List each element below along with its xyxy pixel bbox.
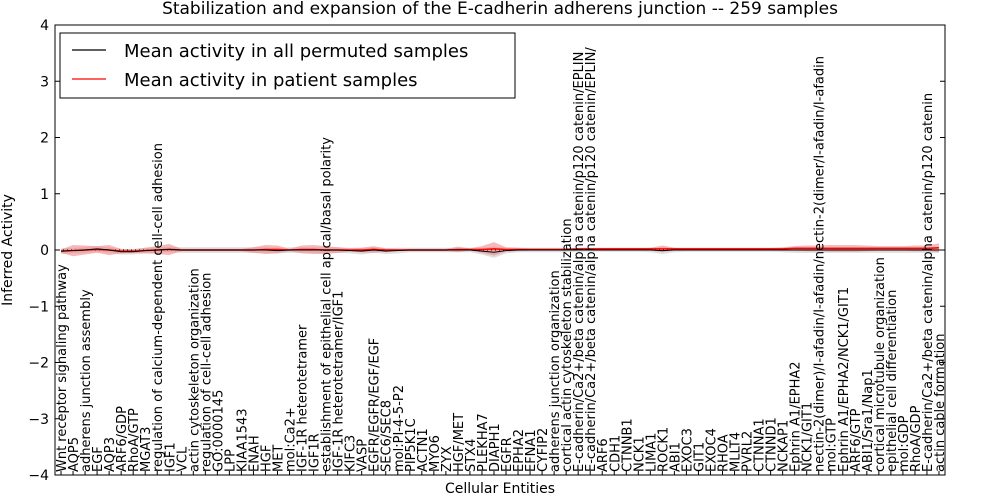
x-tick-label: cortical actin cytoskeleton stabilizatio… — [560, 218, 575, 472]
x-tick-label: CTNNA1 — [753, 418, 768, 472]
x-tick-label: Ephrin A1/EPHA2/NCK1/GIT1 — [837, 287, 852, 472]
y-tick-label: 4 — [40, 18, 49, 34]
x-tick-label: regulation of cell-cell adhesion — [199, 273, 214, 472]
x-tick-label: STX4 — [464, 439, 479, 472]
x-tick-label: Ephrin A1/EPHA2 — [789, 361, 804, 472]
x-tick-label: PLEKHA7 — [476, 413, 491, 472]
x-tick-label: mol:GDP — [897, 415, 912, 472]
x-tick-label: ZYX — [440, 446, 455, 472]
x-tick-label: E-cadherin/Ca2+/beta catenin/alpha caten… — [921, 93, 936, 472]
x-tick-label: MYO6 — [428, 435, 443, 472]
x-tick-label: ABI1/Sra1/Nap1 — [861, 369, 876, 472]
x-tick-label: E-cadherin/Ca2+/beta catenin/alpha caten… — [584, 47, 599, 472]
x-tick-label: IGF-1R heterotetramer/IGF1 — [332, 291, 347, 472]
x-tick-label: EGF — [91, 446, 106, 472]
x-tick-label: CYFIP2 — [536, 428, 551, 472]
x-tick-label: ENAH — [247, 435, 262, 472]
x-tick-label: PIP5K1C — [404, 418, 419, 472]
x-tick-label: actin cytoskeleton organization — [187, 268, 202, 472]
legend: Mean activity in all permuted samples Me… — [59, 32, 516, 99]
x-tick-label: NCK1 — [632, 436, 647, 472]
x-tick-label: mol:Ca2+ — [284, 407, 299, 472]
y-tick-label: 1 — [40, 187, 49, 203]
x-tick-label: cortical microtubule organization — [873, 257, 888, 472]
x-tick-label: KIFC3 — [344, 435, 359, 472]
x-tick-label: EXOC3 — [680, 428, 695, 472]
x-tick-label: Wnt receptor signaling pathway — [55, 264, 70, 472]
y-tick-label: 0 — [40, 243, 49, 259]
y-tick-label: 2 — [40, 131, 49, 147]
x-tick-label: CTNNB1 — [620, 418, 635, 472]
x-tick-label: AQP3 — [103, 437, 118, 472]
x-tick-label: LIMA1 — [644, 433, 659, 472]
y-tick-label: 3 — [40, 74, 49, 90]
x-tick-label: ARF6/GTP — [849, 408, 864, 472]
x-tick-label: KIAA1543 — [235, 408, 250, 472]
x-tick-label: epithelial cell differentiation — [885, 290, 900, 472]
x-tick-label: GIT1 — [692, 442, 707, 472]
x-tick-label: EGFR/EGFR/EGF/EGF — [368, 338, 383, 472]
x-tick-label: MET — [272, 445, 287, 472]
x-tick-label: ARF6/GDP — [115, 406, 130, 472]
y-tick-label: −4 — [28, 468, 49, 484]
y-tick-label: −3 — [28, 412, 49, 428]
x-tick-label: NCK1/GIT1 — [801, 402, 816, 472]
x-tick-label: EPHA2 — [512, 429, 527, 472]
x-tick-label: AQP5 — [67, 437, 82, 472]
y-axis-label: Inferred Activity — [0, 194, 16, 306]
x-tick-label: nectin-2(dimer)/I-afadin/I-afadin/nectin… — [813, 56, 828, 472]
x-tick-label: RhoA/GTP — [127, 408, 142, 472]
chart-title: Stabilization and expansion of the E-cad… — [162, 0, 838, 19]
permuted-mean-line — [60, 248, 939, 253]
x-tick-label: GO:0000145 — [211, 390, 226, 472]
x-tick-label: PVRL2 — [741, 431, 756, 472]
x-tick-label: ACTN1 — [416, 428, 431, 472]
x-tick-label: LPP — [223, 449, 238, 472]
x-tick-label: CTNND1 — [765, 417, 780, 472]
x-tick-label: ROCK1 — [656, 427, 671, 472]
x-tick-label: CDH1 — [608, 435, 623, 472]
x-tick-label: mol:PI-4-5-P2 — [392, 385, 407, 472]
x-tick-label: MGAT3 — [139, 427, 154, 472]
x-tick-label: HGF/MET — [452, 413, 467, 472]
x-tick-labels: Wnt receptor signaling pathwayAQP5adhere… — [55, 47, 948, 475]
x-tick-label: NCKAP1 — [777, 420, 792, 472]
x-tick-label: SEC6/SEC8 — [380, 400, 395, 472]
x-tick-label: IGF-1R heterotetramer — [296, 324, 311, 472]
x-tick-label: adherens junction organization — [548, 270, 563, 472]
x-tick-label: establishment of epithelial cell apical/… — [320, 137, 335, 472]
legend-box — [59, 32, 516, 99]
x-tick-label: EFNA1 — [524, 429, 539, 472]
x-tick-label: VASP — [356, 439, 371, 472]
x-tick-label: IGF1 — [163, 442, 178, 472]
legend-label-permuted: Mean activity in all permuted samples — [124, 41, 468, 62]
x-tick-label: ABI1 — [668, 442, 683, 472]
plot-frame — [54, 24, 946, 476]
x-tick-label: RHOA — [717, 434, 732, 472]
x-tick-label: MLLT4 — [729, 432, 744, 472]
x-tick-label: DIAPH1 — [488, 423, 503, 472]
series-lines — [60, 247, 940, 253]
y-ticks: −4 −3 −2 −1 0 1 2 3 4 — [28, 18, 945, 484]
x-tick-label: adherens junction assembly — [79, 289, 94, 472]
x-axis-label: Cellular Entities — [445, 481, 555, 497]
x-tick-label: regulation of calcium-dependent cell-cel… — [151, 143, 166, 472]
x-tick-label: EGFR — [500, 437, 515, 472]
y-tick-label: −1 — [28, 299, 49, 315]
x-tick-label: IGF1R — [308, 433, 323, 472]
x-tick-label: RhoA/GDP — [909, 405, 924, 472]
x-tick-label: ARF6 — [596, 438, 611, 472]
x-tick-label: HGF — [259, 445, 274, 472]
x-tick-label: mol:GTP — [825, 418, 840, 472]
x-tick-label: EXOC4 — [704, 428, 719, 472]
x-tick-label: actin cable formation — [933, 334, 948, 472]
x-tick-label: VCL — [175, 446, 190, 472]
legend-label-patient: Mean activity in patient samples — [124, 70, 418, 91]
x-tick-label: E-cadherin/Ca2+/beta catenin/alpha caten… — [572, 52, 587, 472]
y-tick-label: −2 — [28, 356, 49, 372]
